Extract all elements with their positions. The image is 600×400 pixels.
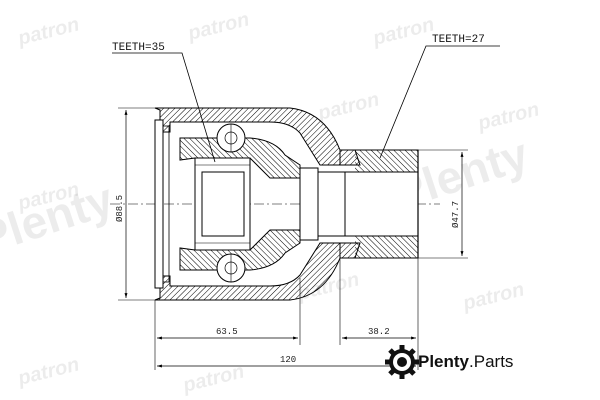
teeth-left-label: TEETH=35	[112, 42, 165, 54]
brand-name-rest: .Parts	[469, 352, 514, 371]
housing-lower	[154, 242, 341, 301]
ball-lower	[216, 253, 246, 283]
dim-shaft-diameter: Ø47.7	[418, 149, 468, 259]
teeth-left-leader	[112, 52, 216, 163]
dim-length-total-value: 120	[280, 355, 296, 365]
flange-left-inner	[162, 125, 170, 283]
watermark-patron: patron	[475, 98, 542, 135]
cup-connector	[299, 167, 319, 241]
watermark-patron: patron	[315, 88, 382, 125]
brand-name: Plenty.Parts	[418, 352, 513, 372]
watermark-patron: patron	[185, 8, 252, 45]
dim-length-body: 63.5	[154, 278, 301, 370]
cup-connector-step	[317, 171, 346, 237]
brand-logo: Plenty.Parts	[418, 349, 513, 375]
gear-logo-icon	[385, 345, 419, 379]
dim-length-shaft: 38.2	[339, 258, 419, 370]
watermark-patron: patron	[15, 353, 82, 390]
dim-length-body-value: 63.5	[216, 327, 238, 337]
inner-race-bore	[201, 171, 245, 237]
teeth-right-label: TEETH=27	[432, 34, 485, 46]
dim-shaft-diameter-value: Ø47.7	[451, 201, 461, 228]
watermark-patron: patron	[370, 13, 437, 50]
dim-outer-diameter: Ø88.5	[115, 107, 155, 301]
dim-outer-diameter-value: Ø88.5	[115, 195, 125, 222]
brand-name-bold: Plenty	[418, 352, 470, 371]
ball-upper	[216, 123, 246, 153]
housing-upper	[154, 107, 341, 166]
watermark-patron: patron	[15, 13, 82, 50]
dim-length-shaft-value: 38.2	[368, 327, 390, 337]
teeth-right-leader	[379, 45, 500, 159]
watermark-plenty: Plenty	[0, 172, 120, 264]
shaft-core	[344, 171, 419, 237]
flange-left	[154, 119, 164, 289]
dim-length-total: 120	[157, 355, 416, 368]
watermark-patron: patron	[460, 278, 527, 315]
